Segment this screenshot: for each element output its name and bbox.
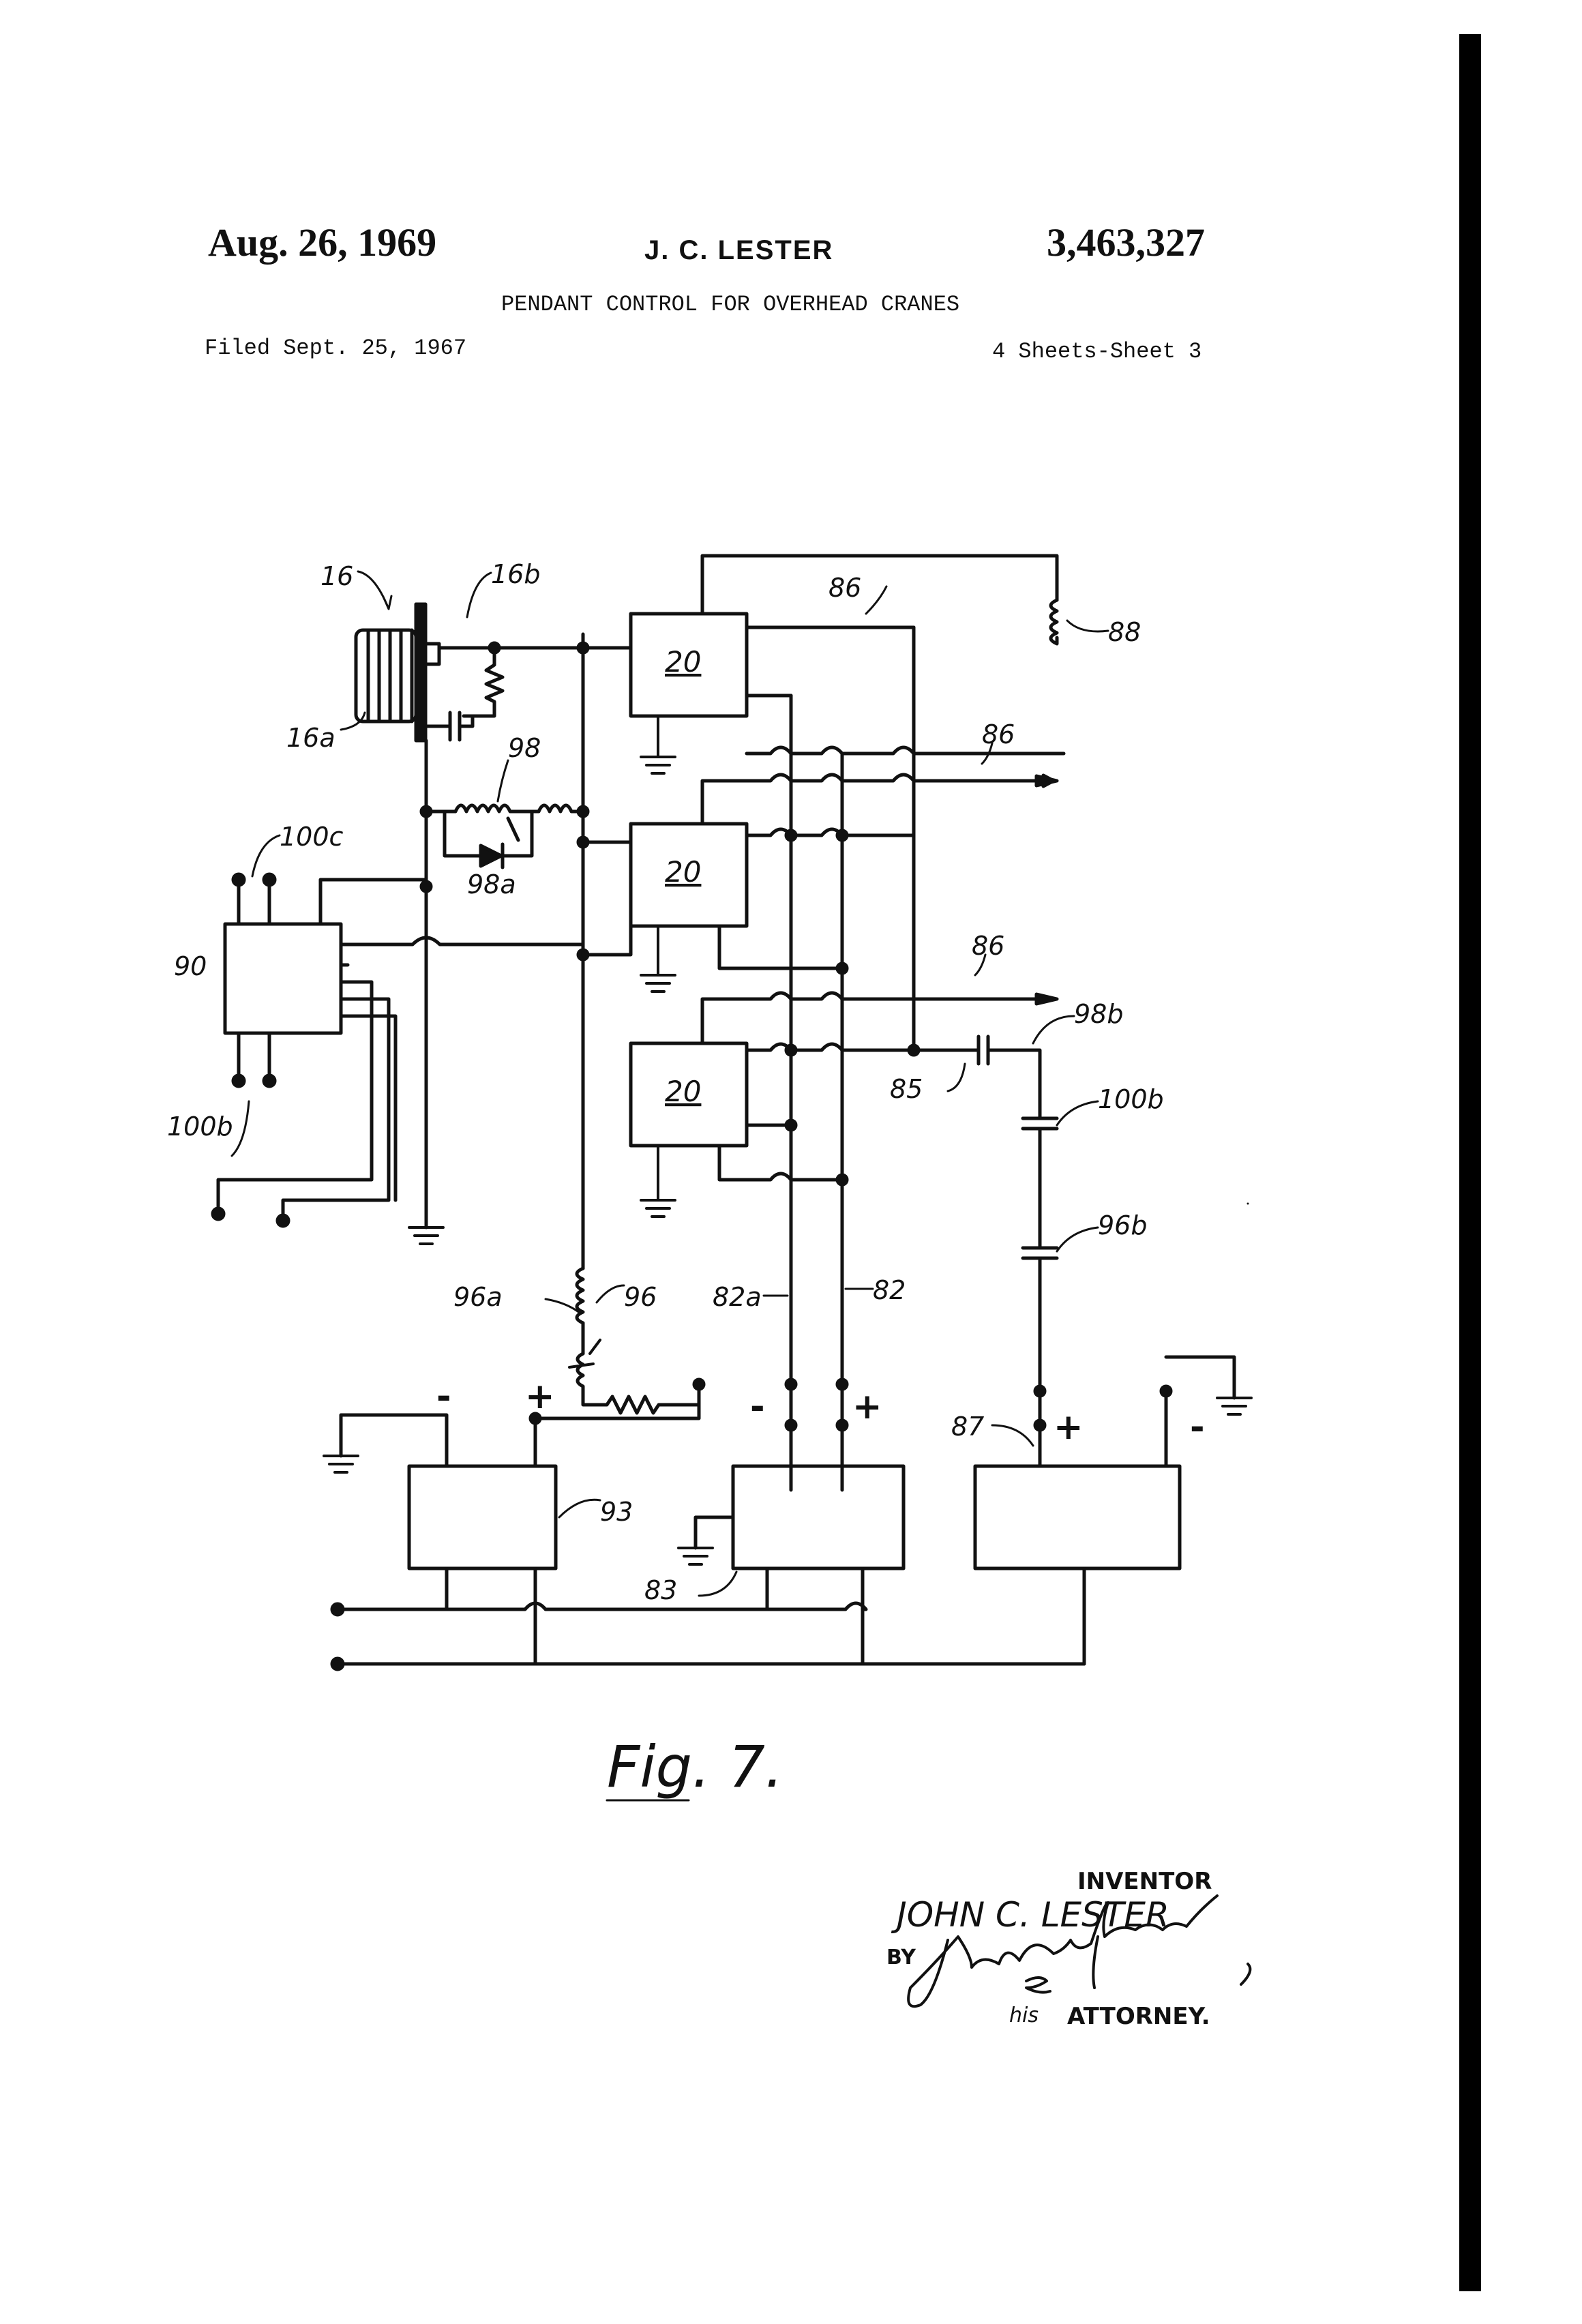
label-85: 85 bbox=[890, 1074, 923, 1104]
label-16: 16 bbox=[320, 561, 353, 591]
minus-terminal-83: - bbox=[750, 1386, 765, 1427]
relay-98 bbox=[424, 803, 585, 869]
solenoid-16 bbox=[354, 602, 441, 743]
signature-inventor-name: JOHN C. LESTER bbox=[891, 1895, 1169, 1935]
filed-date: Filed Sept. 25, 1967 bbox=[205, 336, 467, 361]
label-90: 90 bbox=[174, 951, 207, 981]
sheet-count: 4 Sheets-Sheet 3 bbox=[992, 339, 1202, 364]
label-100c: 100c bbox=[280, 822, 344, 852]
patent-number: 3,463,327 bbox=[1047, 220, 1205, 265]
plus-terminal-87: + bbox=[1054, 1407, 1084, 1448]
plus-terminal-83: + bbox=[852, 1386, 882, 1427]
label-98: 98 bbox=[508, 733, 541, 763]
attorney-label: ATTORNEY. bbox=[1067, 2003, 1210, 2030]
minus-terminal-87: - bbox=[1190, 1407, 1205, 1448]
control-block-20-top bbox=[629, 612, 749, 718]
by-label: BY bbox=[886, 1946, 916, 1969]
label-86-lower: 86 bbox=[972, 931, 1004, 961]
label-86-top: 86 bbox=[829, 573, 861, 603]
label-100b-left: 100b bbox=[167, 1112, 233, 1142]
label-93: 93 bbox=[600, 1497, 633, 1527]
control-block-20-middle bbox=[629, 822, 749, 928]
label-20-middle: 20 bbox=[665, 855, 701, 889]
label-20-top: 20 bbox=[665, 645, 701, 679]
label-96: 96 bbox=[624, 1282, 657, 1312]
label-86-middle: 86 bbox=[982, 719, 1015, 749]
power-supply-87 bbox=[973, 1464, 1182, 1570]
label-82: 82 bbox=[873, 1275, 906, 1305]
label-96b: 96b bbox=[1098, 1210, 1147, 1240]
label-100b: 100b bbox=[1098, 1084, 1164, 1114]
patent-title: PENDANT CONTROL FOR OVERHEAD CRANES bbox=[501, 292, 960, 317]
figure-caption: Fig. 7. bbox=[607, 1733, 783, 1800]
label-87: 87 bbox=[951, 1412, 984, 1442]
attorney-signature bbox=[907, 1894, 1252, 2008]
label-16b: 16b bbox=[491, 559, 540, 589]
pendant-switch-90 bbox=[223, 922, 343, 1035]
label-98b: 98b bbox=[1074, 999, 1123, 1029]
label-20-bottom: 20 bbox=[665, 1075, 701, 1108]
inventor-name-header: J. C. LESTER bbox=[644, 235, 834, 265]
label-98a: 98a bbox=[467, 869, 516, 899]
power-supply-93 bbox=[407, 1464, 558, 1570]
minus-terminal-93: - bbox=[436, 1376, 451, 1417]
label-16a: 16a bbox=[286, 723, 335, 753]
label-96a: 96a bbox=[453, 1282, 503, 1312]
label-88: 88 bbox=[1108, 617, 1141, 647]
scan-edge-bar bbox=[1459, 34, 1481, 2291]
label-82a: 82a bbox=[713, 1282, 762, 1312]
label-83: 83 bbox=[644, 1575, 677, 1605]
his-mark: his bbox=[1009, 2003, 1039, 2027]
patent-date: Aug. 26, 1969 bbox=[208, 220, 437, 265]
rectifier-83 bbox=[731, 1464, 906, 1570]
inventor-heading: INVENTOR bbox=[1077, 1868, 1212, 1895]
control-block-20-bottom bbox=[629, 1041, 749, 1148]
plus-terminal-93: + bbox=[525, 1376, 555, 1417]
